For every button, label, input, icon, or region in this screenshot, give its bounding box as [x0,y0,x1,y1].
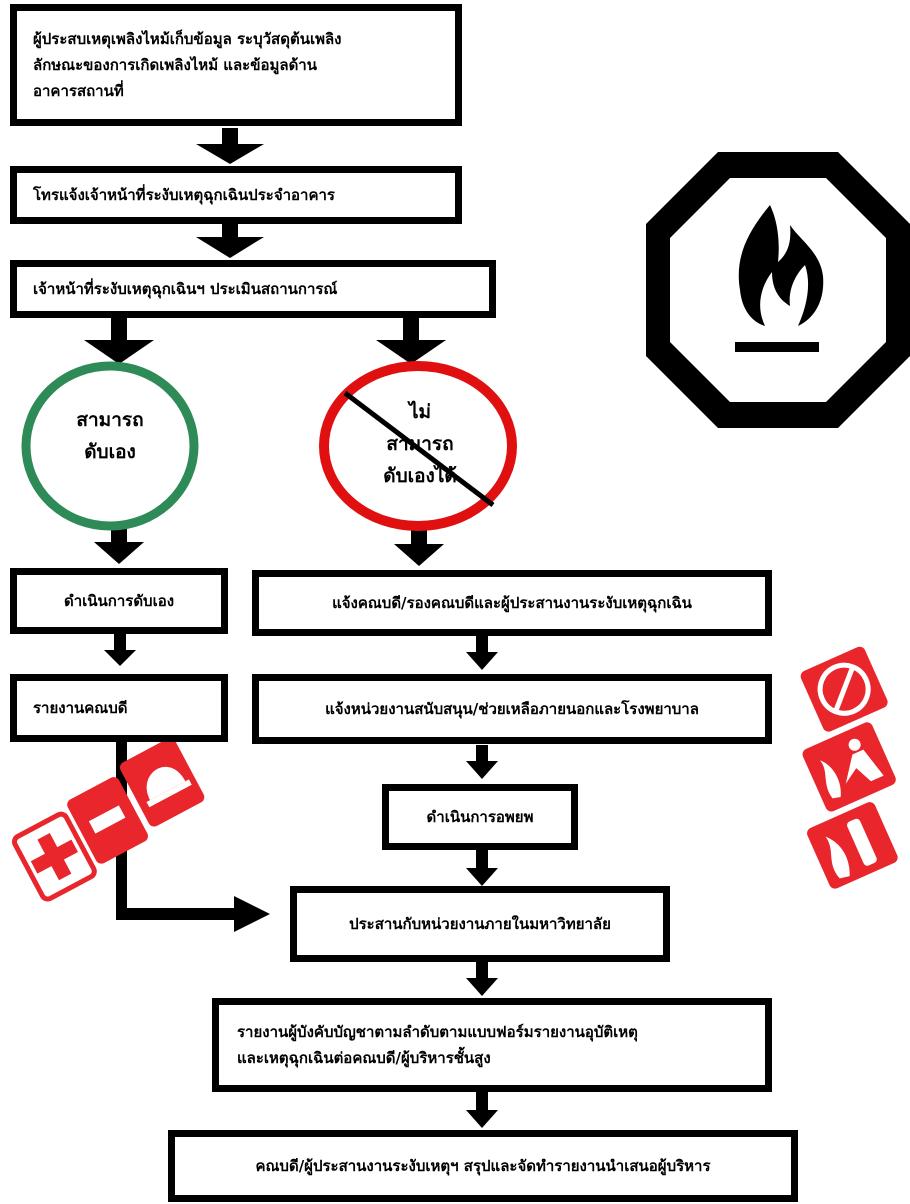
step-extinguish-self: ดำเนินการดับเอง [10,568,228,634]
cannot-extinguish-label: ไม่ สามารถ ดับเองได้ [350,396,490,492]
step-notify-dean-label: แจ้งคณบดี/รองคณบดีและผู้ประสานงานระงับเห… [332,594,692,612]
arrow-coordinate-to-report [466,960,498,996]
step-collect-info-line-1: ผู้ประสบเหตุเพลิงไหม้เก็บข้อมูล ระบุวัสด… [33,30,342,48]
step-report-dean-label: รายงานคณบดี [33,699,128,717]
arrow-cannot-to-notify [394,528,444,566]
arrow-extinguish-to-report [104,634,136,666]
arrow-can-to-extinguish [94,528,144,564]
step-notify-dean: แจ้งคณบดี/รองคณบดีและผู้ประสานงานระงับเห… [252,570,772,636]
can-extinguish-line-2: ดับเอง [84,441,136,463]
step-final-report: คณบดี/ผู้ประสานงานระงับเหตุฯ สรุปและจัดท… [168,1130,798,1202]
first-aid-fire-safety-icons [11,738,205,902]
can-extinguish-line-1: สามารถ [76,409,144,431]
step-report-command: รายงานผู้บังคับบัญชาตามลำดับตามแบบฟอร์มร… [212,998,772,1092]
arrow-external-to-evacuate [466,745,498,779]
arrow-assess-to-cannot [376,316,446,364]
step-collect-info-line-2: ลักษณะของการเกิดเพลิงไหม้ และข้อมูลด้าน [33,56,317,74]
flammable-warning-icon [646,152,910,428]
step-report-dean: รายงานคณบดี [10,674,228,742]
cannot-extinguish-line-1: ไม่ [408,401,432,423]
cannot-extinguish-line-2: สามารถ [386,433,454,455]
arrow-report-to-final [466,1092,498,1128]
arrow-notify-to-external [466,636,498,670]
arrow-evacuate-to-coordinate [466,850,498,886]
step-report-command-line-1: รายงานผู้บังคับบัญชาตามลำดับตามแบบฟอร์มร… [237,1023,638,1041]
step-report-command-line-2: และเหตุฉุกเฉินต่อคณบดี/ผู้บริหารชั้นสูง [237,1049,491,1067]
arrow-assess-to-can [84,316,154,364]
can-extinguish-label: สามารถ ดับเอง [50,404,170,468]
step-notify-external: แจ้งหน่วยงานสนับสนุน/ช่วยเหลือภายนอกและโ… [252,674,772,744]
arrow-call-to-assess [196,223,264,258]
arrow-collect-to-call [196,128,264,164]
step-coordinate-label: ประสานกับหน่วยงานภายในมหาวิทยาลัย [349,915,611,933]
step-collect-info-line-3: อาคารสถานที่ [33,82,124,100]
can-extinguish-circle [21,361,199,531]
step-final-report-label: คณบดี/ผู้ประสานงานระงับเหตุฯ สรุปและจัดท… [255,1157,711,1175]
step-assess-label: เจ้าหน้าที่ระงับเหตุฉุกเฉินฯ ประเมินสถาน… [33,280,338,298]
step-evacuate-label: ดำเนินการอพยพ [426,808,534,826]
step-call-staff-label: โทรแจ้งเจ้าหน้าที่ระงับเหตุฉุกเฉินประจำอ… [33,186,335,204]
step-evacuate: ดำเนินการอพยพ [382,784,578,850]
cannot-extinguish-line-3: ดับเองได้ [383,465,457,487]
step-collect-info: ผู้ประสบเหตุเพลิงไหม้เก็บข้อมูล ระบุวัสด… [10,4,462,126]
step-extinguish-self-label: ดำเนินการดับเอง [63,592,175,610]
step-call-staff: โทรแจ้งเจ้าหน้าที่ระงับเหตุฉุกเฉินประจำอ… [10,166,462,224]
step-coordinate: ประสานกับหน่วยงานภายในมหาวิทยาลัย [290,886,670,962]
step-assess: เจ้าหน้าที่ระงับเหตุฉุกเฉินฯ ประเมินสถาน… [10,260,496,318]
fire-equipment-icons [800,646,898,889]
cannot-extinguish-prohibited-circle [319,361,517,531]
step-notify-external-label: แจ้งหน่วยงานสนับสนุน/ช่วยเหลือภายนอกและโ… [325,700,699,718]
